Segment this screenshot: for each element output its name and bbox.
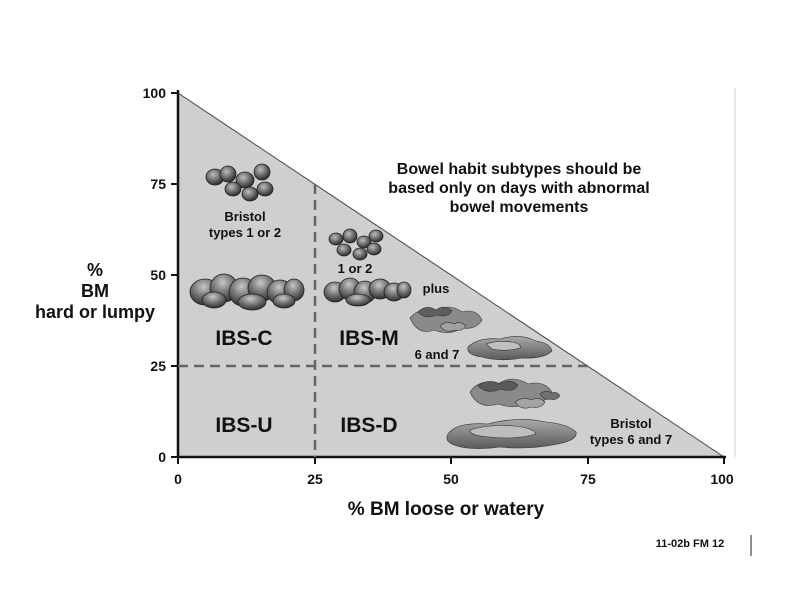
stool-lumpy-illustration xyxy=(189,273,305,311)
x-axis-title: % BM loose or watery xyxy=(348,499,545,520)
bristol-1-2-label: types 1 or 2 xyxy=(209,225,281,240)
note-line: based only on days with abnormal xyxy=(388,180,649,197)
stool-watery-illustration xyxy=(446,419,577,449)
stool-mushy-illustration xyxy=(409,306,483,333)
bristol-6-7-label: types 6 and 7 xyxy=(590,432,672,447)
zone-label-ibs-u: IBS-U xyxy=(215,414,272,437)
note-line: bowel movements xyxy=(450,199,589,216)
zone-label-ibs-c: IBS-C xyxy=(215,327,272,350)
y-tick-label: 25 xyxy=(150,358,166,374)
plus-label: plus xyxy=(423,281,450,296)
y-tick-label: 75 xyxy=(150,176,166,192)
one-or-two-label: 1 or 2 xyxy=(338,261,373,276)
zone-label-ibs-d: IBS-D xyxy=(340,414,397,437)
y-axis-title-line: % xyxy=(87,260,103,280)
y-tick-label: 50 xyxy=(150,267,166,283)
six-and-seven-label: 6 and 7 xyxy=(415,347,460,362)
y-axis-title-line: BM xyxy=(81,281,109,301)
stool-lumpy-illustration xyxy=(323,277,412,307)
zone-label-ibs-m: IBS-M xyxy=(339,327,399,350)
x-tick-label: 0 xyxy=(174,471,182,487)
y-tick-label: 0 xyxy=(158,449,166,465)
triangle-hypotenuse xyxy=(177,92,725,458)
x-tick-label: 50 xyxy=(443,471,459,487)
x-tick-label: 25 xyxy=(307,471,323,487)
stool-mushy-illustration xyxy=(469,378,561,409)
footer-code: 11-02b FM 12 xyxy=(656,538,724,550)
y-axis-title-line: hard or lumpy xyxy=(35,302,155,322)
y-tick-label: 100 xyxy=(143,85,167,101)
bristol-1-2-label: Bristol xyxy=(224,209,265,224)
stool-pellets-illustration xyxy=(328,228,384,261)
stool-pellets-illustration xyxy=(205,163,274,202)
note-line: Bowel habit subtypes should be xyxy=(397,161,642,178)
x-tick-label: 75 xyxy=(580,471,596,487)
bristol-6-7-label: Bristol xyxy=(610,416,651,431)
x-tick-label: 100 xyxy=(710,471,734,487)
stool-watery-illustration xyxy=(467,336,553,361)
